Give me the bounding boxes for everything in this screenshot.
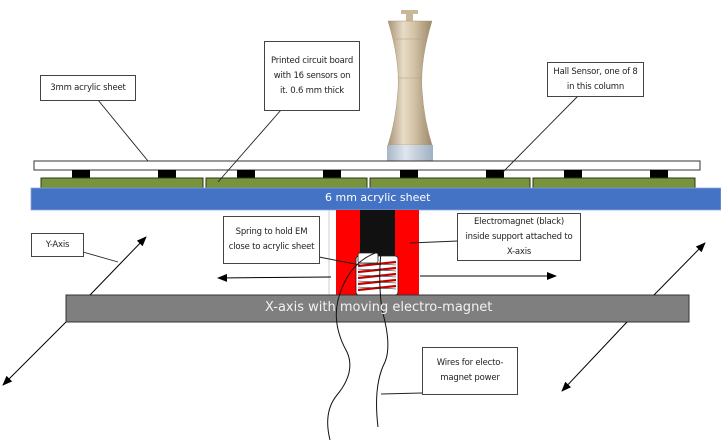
em-wire-left bbox=[327, 251, 379, 441]
pcb-sections bbox=[40, 177, 696, 189]
hall-sensor bbox=[400, 170, 418, 178]
y-axis-arrow-left-lower bbox=[2, 321, 67, 386]
y-axis-arrow-right-lower bbox=[561, 321, 628, 392]
y-axis-arrow-right bbox=[653, 242, 706, 296]
acrylic-6mm-label: 6 mm acrylic sheet bbox=[325, 191, 431, 204]
hall-sensor bbox=[158, 170, 176, 178]
pcb-section bbox=[532, 177, 696, 189]
callout-3mm-acrylic: 3mm acrylic sheet bbox=[40, 75, 136, 101]
hall-sensor bbox=[564, 170, 582, 178]
pcb-section bbox=[205, 177, 368, 189]
callout-hall-sensor: Hall Sensor, one of 8 in this column bbox=[547, 62, 644, 97]
x-axis-label: X-axis with moving electro-magnet bbox=[265, 300, 493, 315]
hall-sensors bbox=[72, 170, 668, 178]
chess-piece-finial-stem bbox=[406, 13, 413, 21]
chess-piece-body bbox=[387, 20, 433, 146]
hall-sensor bbox=[323, 170, 341, 178]
hall-sensor bbox=[650, 170, 668, 178]
hall-sensor bbox=[72, 170, 90, 178]
x-axis-bar bbox=[65, 294, 690, 323]
x-motion-arrow-left bbox=[217, 273, 332, 282]
chess-piece bbox=[387, 10, 433, 161]
pcb-section bbox=[369, 177, 531, 189]
callout-spring: Spring to hold EM close to acrylic sheet bbox=[223, 216, 320, 264]
pcb-section bbox=[40, 177, 204, 189]
spring bbox=[355, 252, 399, 296]
chess-piece-finial bbox=[401, 10, 418, 14]
hall-sensor bbox=[237, 170, 255, 178]
electromagnet bbox=[360, 210, 395, 256]
hall-sensor bbox=[486, 170, 504, 178]
em-wire-right bbox=[376, 251, 389, 428]
callout-electromagnet: Electromagnet (black) inside support att… bbox=[457, 213, 581, 261]
callout-wires: Wires for electo-magnet power bbox=[422, 347, 518, 395]
acrylic-sheet-3mm bbox=[33, 160, 701, 171]
y-axis-arrow-left bbox=[89, 236, 147, 296]
callout-y-axis: Y-Axis bbox=[31, 233, 84, 257]
chess-piece-base bbox=[387, 145, 433, 161]
callout-pcb: Printed circuit board with 16 sensors on… bbox=[264, 41, 360, 111]
